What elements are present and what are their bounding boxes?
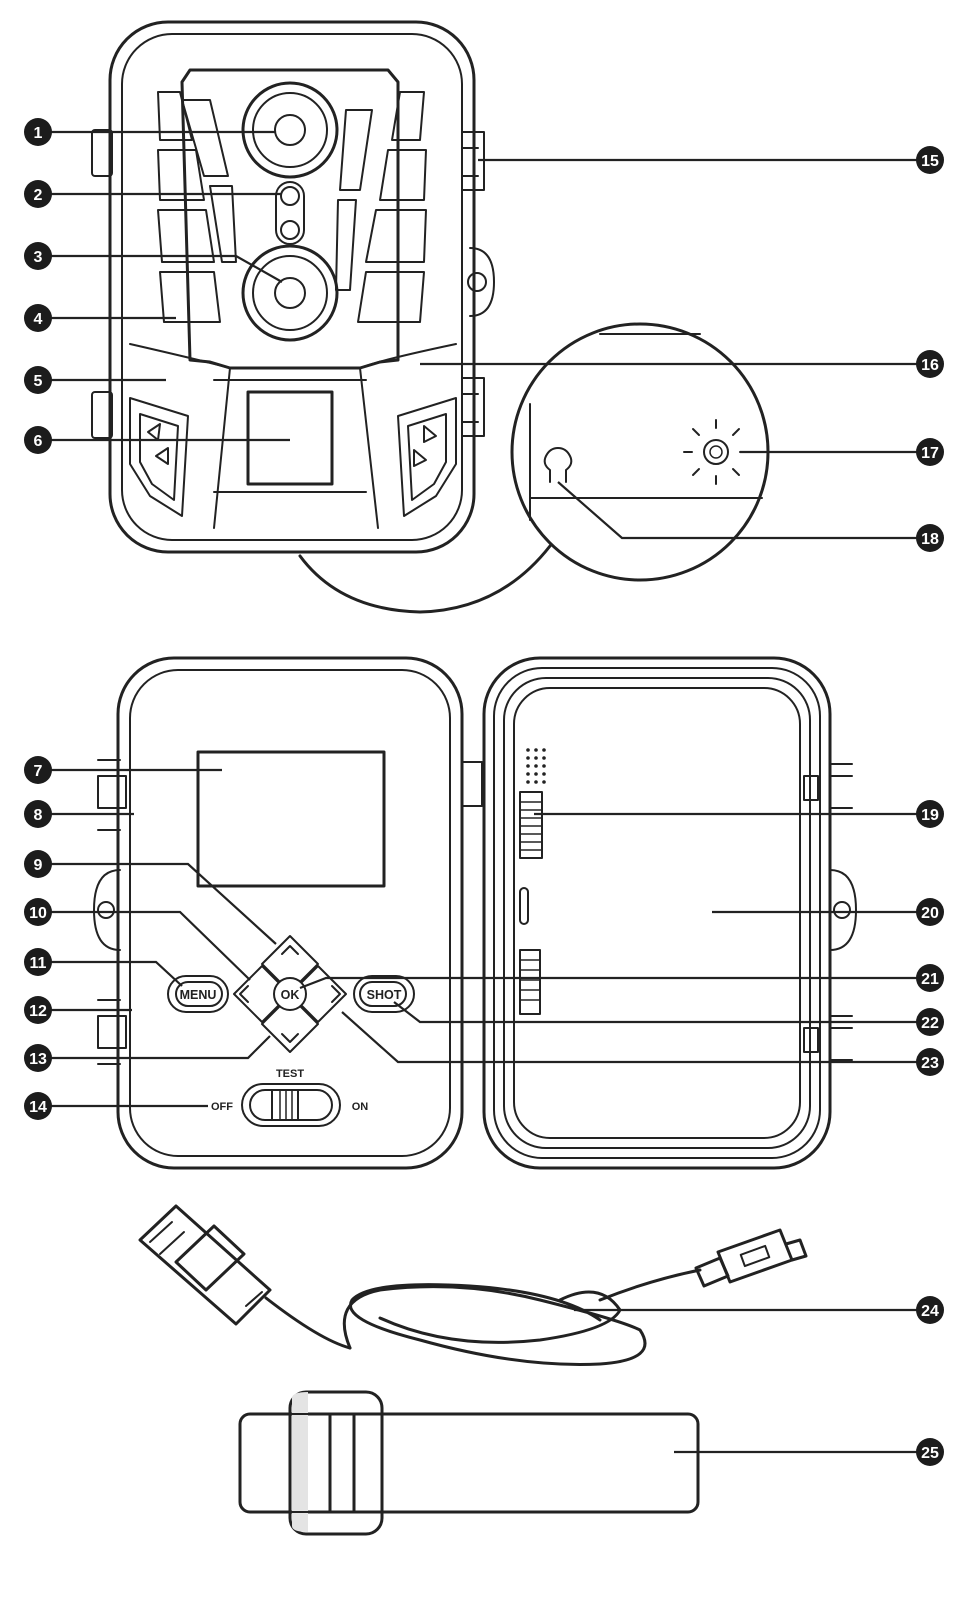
svg-text:6: 6 (34, 433, 43, 450)
callout-17-badge: 17 (916, 438, 944, 466)
strap (238, 1390, 700, 1536)
svg-text:5: 5 (34, 373, 43, 390)
on-position-label: ON (352, 1101, 369, 1113)
svg-text:24: 24 (921, 1303, 939, 1320)
svg-text:23: 23 (921, 1055, 939, 1072)
callout-9-badge: 9 (24, 850, 52, 878)
svg-text:15: 15 (921, 153, 939, 170)
svg-text:21: 21 (921, 971, 939, 988)
speaker-grille (526, 748, 546, 784)
callout-13-badge: 13 (24, 1044, 52, 1072)
callout-23-badge: 23 (916, 1048, 944, 1076)
callout-4-badge: 4 (24, 304, 52, 332)
leader-lines (48, 130, 920, 1454)
usb-cable (138, 1204, 808, 1366)
svg-text:8: 8 (34, 807, 43, 824)
svg-text:11: 11 (30, 955, 47, 972)
callout-25-badge: 25 (916, 1438, 944, 1466)
camera-front-view (91, 20, 495, 554)
svg-text:13: 13 (29, 1051, 47, 1068)
callout-1-badge: 1 (24, 118, 52, 146)
back-detail-zoom (298, 322, 770, 614)
shot-button-label: SHOT (367, 988, 402, 1002)
svg-text:9: 9 (34, 857, 43, 874)
callout-19-badge: 19 (916, 800, 944, 828)
svg-text:18: 18 (921, 531, 939, 548)
svg-text:20: 20 (921, 905, 939, 922)
callout-21-badge: 21 (916, 964, 944, 992)
svg-text:10: 10 (29, 905, 47, 922)
test-position-label: TEST (276, 1068, 304, 1080)
svg-text:19: 19 (921, 807, 939, 824)
callout-10-badge: 10 (24, 898, 52, 926)
svg-text:3: 3 (34, 249, 43, 266)
callout-3-badge: 3 (24, 242, 52, 270)
callout-22-badge: 22 (916, 1008, 944, 1036)
callout-6-badge: 6 (24, 426, 52, 454)
svg-text:1: 1 (34, 125, 43, 142)
callout-15-badge: 15 (916, 146, 944, 174)
callout-11-badge: 11 (24, 948, 52, 976)
callout-7-badge: 7 (24, 756, 52, 784)
svg-text:7: 7 (34, 763, 43, 780)
callout-5-badge: 5 (24, 366, 52, 394)
callout-18-badge: 18 (916, 524, 944, 552)
d-pad (233, 935, 347, 1053)
menu-button-label: MENU (180, 988, 217, 1002)
svg-text:12: 12 (29, 1003, 47, 1020)
callout-12-badge: 12 (24, 996, 52, 1024)
off-position-label: OFF (211, 1101, 233, 1113)
callout-20-badge: 20 (916, 898, 944, 926)
svg-text:14: 14 (29, 1099, 47, 1116)
ok-button-label: OK (281, 988, 300, 1002)
callout-16-badge: 16 (916, 350, 944, 378)
callout-14-badge: 14 (24, 1092, 52, 1120)
callout-24-badge: 24 (916, 1296, 944, 1324)
svg-text:17: 17 (921, 445, 939, 462)
svg-text:4: 4 (34, 311, 43, 328)
callout-8-badge: 8 (24, 800, 52, 828)
svg-text:2: 2 (34, 187, 43, 204)
svg-text:22: 22 (921, 1015, 939, 1032)
svg-text:25: 25 (921, 1445, 939, 1462)
callout-2-badge: 2 (24, 180, 52, 208)
sun-icon (683, 419, 749, 485)
svg-text:16: 16 (921, 357, 939, 374)
